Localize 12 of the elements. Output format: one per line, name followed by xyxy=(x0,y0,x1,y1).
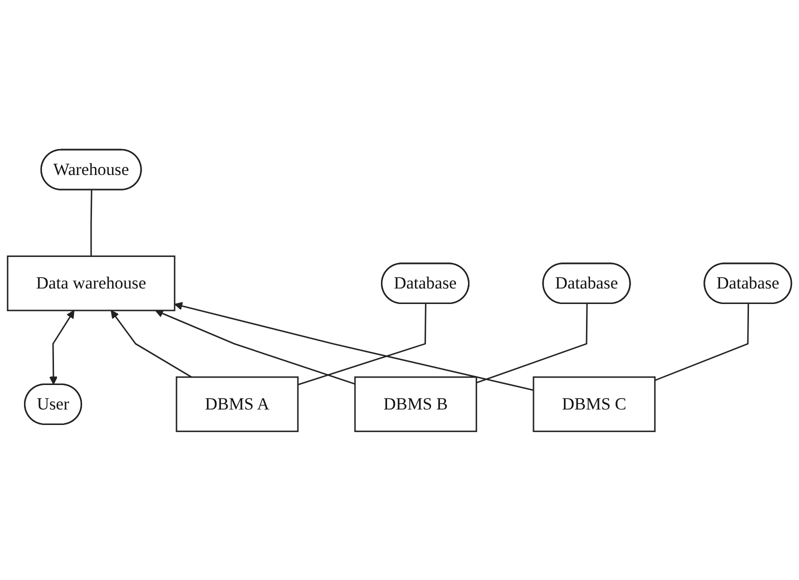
arrow xyxy=(110,310,192,378)
connector xyxy=(476,303,588,383)
connector xyxy=(654,303,750,381)
node-box: DBMS A xyxy=(176,376,299,432)
node-box: DBMS B xyxy=(354,376,478,432)
node-box: Data warehouse xyxy=(6,255,176,311)
node-box: DBMS C xyxy=(532,376,656,432)
arrow xyxy=(155,309,356,384)
connector xyxy=(298,303,426,385)
arrow xyxy=(174,301,534,390)
connector xyxy=(90,190,92,256)
arrow xyxy=(49,310,74,384)
